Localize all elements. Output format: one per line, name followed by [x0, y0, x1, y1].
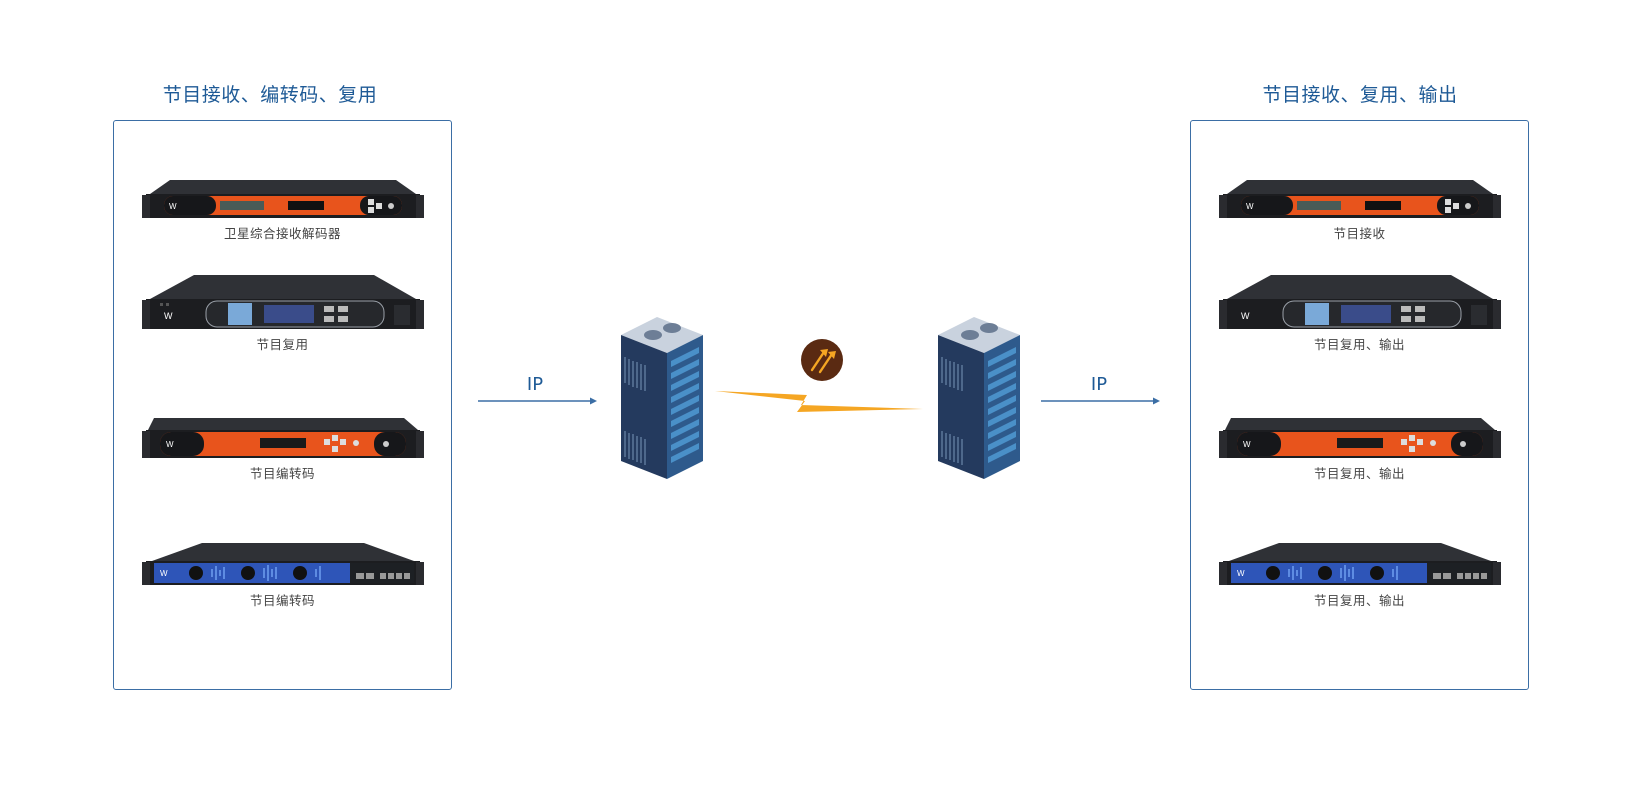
- device-caption: 节目复用、输出: [1313, 466, 1405, 481]
- svg-text:W: W: [166, 440, 174, 449]
- svg-text:W: W: [164, 311, 173, 321]
- svg-text:W: W: [1237, 569, 1245, 578]
- right-device-1: W 节目接收: [1191, 178, 1528, 242]
- lcd-multiplexer-device-icon: W: [1218, 275, 1501, 329]
- right-device-3: W 节目复用、输出: [1191, 416, 1528, 482]
- blue-encoder-device-icon: W: [141, 543, 424, 585]
- right-panel-title: 节目接收、复用、输出: [1262, 84, 1458, 106]
- orange-receiver-device-icon: W: [141, 180, 424, 218]
- device-caption: 节目复用、输出: [1313, 593, 1405, 608]
- left-device-2: W 节目复用: [114, 273, 451, 353]
- svg-text:W: W: [169, 202, 177, 211]
- svg-text:W: W: [1243, 440, 1251, 449]
- right-device-panel: W 节目接收 W 节目复用、输出: [1190, 120, 1529, 690]
- device-caption: 节目编转码: [249, 466, 315, 481]
- svg-text:W: W: [1241, 311, 1250, 321]
- left-device-panel: W 卫星综合接收解码器 W 节目复用: [113, 120, 452, 690]
- device-caption: 卫星综合接收解码器: [223, 226, 341, 241]
- device-caption: 节目复用: [256, 337, 309, 352]
- satellite-signal-icon: [801, 339, 843, 381]
- svg-text:W: W: [160, 569, 168, 578]
- left-ip-label: IP: [526, 374, 544, 395]
- device-caption: 节目接收: [1333, 226, 1386, 241]
- right-ip-label: IP: [1090, 374, 1108, 395]
- blue-encoder-device-icon: W: [1218, 543, 1501, 585]
- left-device-1: W 卫星综合接收解码器: [114, 178, 451, 242]
- device-caption: 节目编转码: [249, 593, 315, 608]
- svg-text:W: W: [1246, 202, 1254, 211]
- orange-encoder-device-icon: W: [141, 418, 424, 458]
- left-device-4: W 节目编转码: [114, 541, 451, 609]
- server-rack-icon: [621, 317, 703, 479]
- orange-encoder-device-icon: W: [1218, 418, 1501, 458]
- server-rack-icon: [938, 317, 1020, 479]
- arrow-right-icon: [478, 397, 597, 405]
- lcd-multiplexer-device-icon: W: [141, 275, 424, 329]
- right-device-4: W 节目复用、输出: [1191, 541, 1528, 609]
- device-caption: 节目复用、输出: [1313, 337, 1405, 352]
- orange-receiver-device-icon: W: [1218, 180, 1501, 218]
- lightning-link-icon: [715, 391, 923, 412]
- left-device-3: W 节目编转码: [114, 416, 451, 482]
- arrow-right-icon: [1041, 397, 1160, 405]
- right-device-2: W 节目复用、输出: [1191, 273, 1528, 353]
- left-panel-title: 节目接收、编转码、复用: [162, 84, 378, 106]
